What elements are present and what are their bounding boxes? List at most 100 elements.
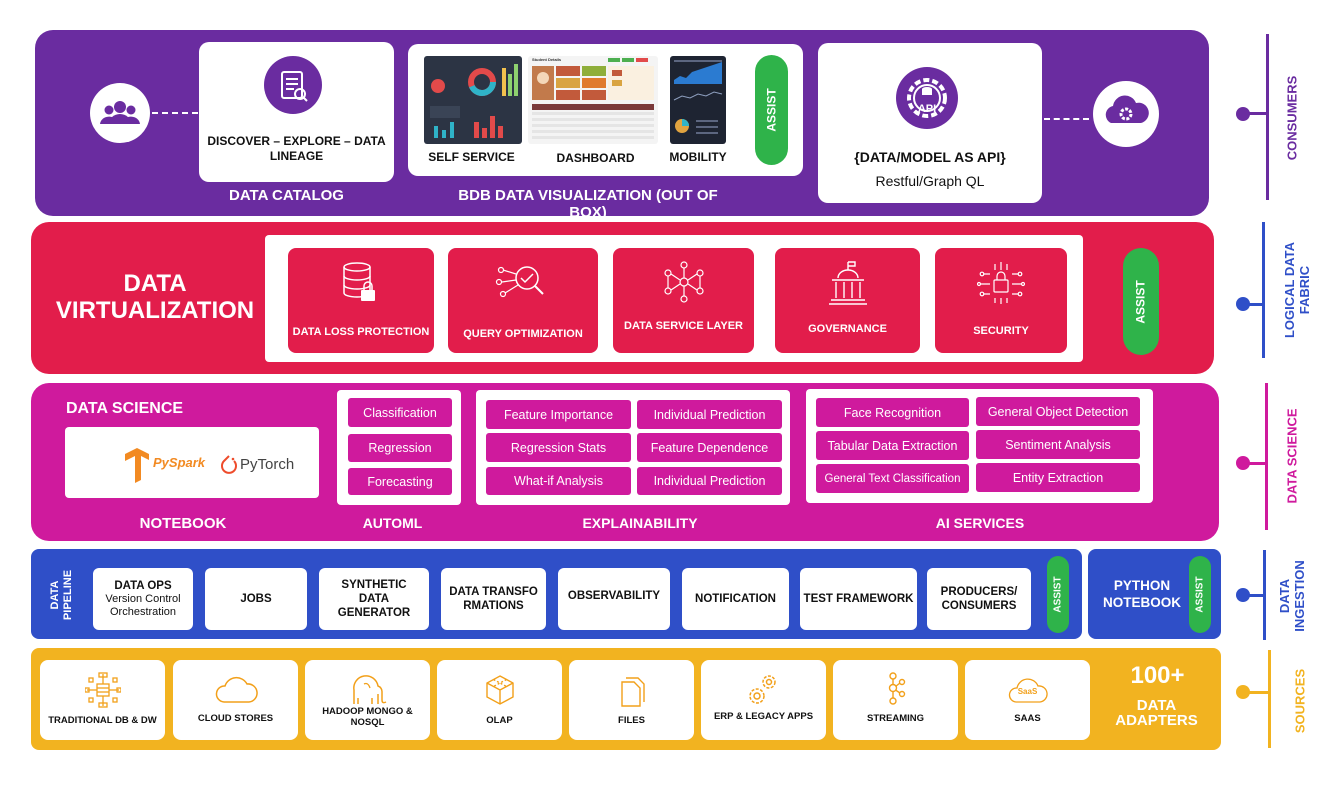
api-box[interactable]: API {DATA/MODEL AS API} Restful/Graph QL [818,43,1042,203]
rail-stub-sources [1245,691,1269,694]
explainability-label: EXPLAINABILITY [582,515,698,531]
rail-dot-consumers [1236,107,1250,121]
saas-badge: SaaS [1017,687,1038,696]
explainability-item[interactable]: Individual Prediction [637,467,782,495]
ai-service-item[interactable]: Face Recognition [816,398,969,427]
visualization-label: BDB DATA VISUALIZATION (OUT OF BOX) [458,187,718,221]
saas-cloud-icon [1008,678,1048,703]
files-icon [620,677,645,707]
ingestion-card-title: OBSERVABILITY [567,590,661,602]
stream-nodes-icon [888,672,905,705]
assist-label: ASSIST [764,88,779,132]
data-science-title: DATA SCIENCE [66,400,184,417]
explainability-item[interactable]: Regression Stats [486,433,631,462]
rail-line-data-science [1265,383,1268,530]
rail-stub-fabric [1245,303,1263,306]
tensorflow-logo-icon [125,448,149,483]
self-service-chart-icon [430,64,518,138]
dashboard-thumbnail[interactable]: Student Details [528,56,658,144]
card-governance[interactable]: GOVERNANCE [775,248,920,353]
api-badge: API [917,103,937,115]
api-title: {DATA/MODEL AS API} [854,149,1006,165]
ai-service-item[interactable]: General Text Classification [816,464,969,493]
source-card-traditional-db[interactable]: TRADITIONAL DB & DW [40,660,165,740]
database-lock-icon [343,262,375,301]
card-query-optimization[interactable]: QUERY OPTIMIZATION [448,248,598,353]
python-notebook-label: PYTHON NOTEBOOK [1102,578,1181,610]
rail-label-data-science: DATA SCIENCE [1284,408,1300,504]
source-card-erp[interactable]: ERP & LEGACY APPS [701,660,826,740]
automl-item[interactable]: Forecasting [348,468,452,495]
explainability-item[interactable]: What-if Analysis [486,467,631,495]
explainability-item[interactable]: Individual Prediction [637,400,782,429]
assist-button-python[interactable]: ASSIST [1189,556,1211,633]
pyspark-logo: PySpark [153,455,206,470]
gears-icon [748,675,776,704]
source-card-hadoop[interactable]: HADOOP MONGO & NOSQL [305,660,430,740]
users-icon [100,101,140,124]
ingestion-card-title: SYNTHETIC DATA GENERATOR [337,579,411,619]
ingestion-card-data-ops[interactable]: DATA OPS Version Control Orchestration [93,568,193,630]
assist-label: ASSIST [1052,576,1064,613]
ingestion-card-title: PRODUCERS/ CONSUMERS [940,586,1018,612]
card-data-service-layer[interactable]: DATA SERVICE LAYER [613,248,754,353]
assist-label: ASSIST [1194,576,1206,613]
ingestion-card-sub: Version Control Orchestration [105,593,181,618]
ingestion-card-transformations[interactable]: DATA TRANSFORMATIONS [441,568,546,630]
source-card-olap[interactable]: OLAP [437,660,562,740]
pytorch-logo: PyTorch [240,456,295,473]
assist-button-consumers[interactable]: ASSIST [755,55,788,165]
source-card-files[interactable]: FILES [569,660,694,740]
ai-service-item[interactable]: Tabular Data Extraction [816,431,969,460]
adapters-label: DATA ADAPTERS [1115,697,1198,729]
assist-button-ingestion[interactable]: ASSIST [1047,556,1069,633]
ingestion-card-test-framework[interactable]: TEST FRAMEWORK [800,568,917,630]
visualization-box[interactable]: Student Details [408,44,803,176]
ingestion-card-jobs[interactable]: JOBS [205,568,307,630]
card-label: DATA SERVICE LAYER [624,320,743,332]
ingestion-card-title: DATA TRANSFORMATIONS [449,586,538,612]
explainability-item[interactable]: Feature Importance [486,400,631,429]
card-security[interactable]: SECURITY [935,248,1067,353]
assist-button-virtualization[interactable]: ASSIST [1123,248,1159,355]
cloud-settings-circle [1093,81,1159,147]
source-card-saas[interactable]: SaaS SAAS [965,660,1090,740]
ai-services-label: AI SERVICES [935,515,1025,531]
assist-label: ASSIST [1134,279,1148,324]
ingestion-card-notification[interactable]: NOTIFICATION [682,568,789,630]
ai-service-item[interactable]: Entity Extraction [976,463,1140,492]
rail-line-sources [1268,650,1271,748]
card-data-loss-protection[interactable]: DATA LOSS PROTECTION [288,248,434,353]
ingestion-card-synthetic[interactable]: SYNTHETIC DATA GENERATOR [319,568,429,630]
rail-line-consumers [1266,34,1269,200]
source-card-label: CLOUD STORES [197,713,274,724]
mobility-thumbnail[interactable] [670,56,726,144]
ingestion-card-producers[interactable]: PRODUCERS/ CONSUMERS [927,568,1031,630]
rail-stub-data-science [1245,462,1266,465]
source-card-label: SAAS [1014,713,1041,724]
source-card-label: OLAP [486,715,513,726]
automl-item[interactable]: Regression [348,434,452,462]
automl-item[interactable]: Classification [348,398,452,427]
source-card-streaming[interactable]: STREAMING [833,660,958,740]
virtualization-title: DATA VIRTUALIZATION [56,270,254,324]
rail-dot-ingestion [1236,588,1250,602]
notebook-box[interactable]: PySpark PyTorch [65,427,319,498]
ingestion-card-observability[interactable]: OBSERVABILITY [558,568,670,630]
catalog-text: DISCOVER – EXPLORE – DATA LINEAGE [207,134,386,163]
catalog-icon [281,71,308,102]
automl-label: AUTOML [362,515,423,531]
explainability-item[interactable]: Feature Dependence [637,433,782,462]
source-card-label: TRADITIONAL DB & DW [48,715,157,726]
ai-service-item[interactable]: Sentiment Analysis [976,430,1140,459]
api-gear-icon [907,78,947,118]
data-catalog-box[interactable]: DISCOVER – EXPLORE – DATA LINEAGE [199,42,394,182]
api-subtitle: Restful/Graph QL [875,173,985,189]
source-card-cloud-stores[interactable]: CLOUD STORES [173,660,298,740]
circuit-lock-icon [977,262,1025,304]
rail-label-consumers: CONSUMERS [1284,75,1300,161]
data-catalog-label: DATA CATALOG [229,187,344,204]
viz-item-mobility: MOBILITY [669,150,727,164]
ai-service-item[interactable]: General Object Detection [976,397,1140,426]
self-service-thumbnail[interactable] [424,56,522,144]
